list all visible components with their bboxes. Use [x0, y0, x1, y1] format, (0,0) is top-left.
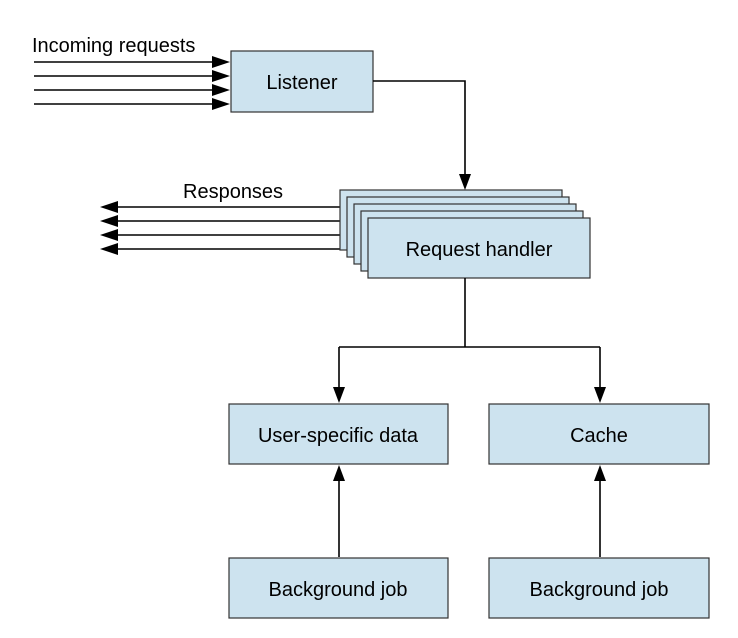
incoming-requests-label: Incoming requests [32, 35, 195, 57]
listener-label: Listener [266, 72, 337, 94]
cache-label: Cache [570, 425, 628, 447]
listener-to-handler-arrowhead [459, 174, 471, 190]
request-handler-box [367, 217, 591, 279]
listener-box [230, 50, 374, 113]
background-job-left-box [228, 557, 449, 619]
response-arrowhead-4 [100, 243, 118, 255]
incoming-arrowhead-4 [212, 98, 230, 110]
response-arrowhead-3 [100, 229, 118, 241]
branch-to-cache-arrowhead [594, 387, 606, 403]
left-job-to-user-data-arrowhead [333, 465, 345, 481]
response-arrows [100, 201, 340, 255]
branch-to-user-data-arrowhead [333, 387, 345, 403]
user-specific-data-label: User-specific data [258, 425, 419, 447]
response-arrowhead-1 [100, 201, 118, 213]
incoming-arrowhead-1 [212, 56, 230, 68]
request-handler-stack [339, 189, 591, 279]
request-handler-label: Request handler [406, 239, 553, 261]
background-job-left-label: Background job [269, 579, 408, 601]
background-job-right-box [488, 557, 710, 619]
background-job-right-label: Background job [530, 579, 669, 601]
listener-to-handler-line [373, 80, 466, 176]
responses-label: Responses [183, 181, 283, 203]
cache-box [488, 403, 710, 465]
response-arrowhead-2 [100, 215, 118, 227]
right-job-to-cache-arrowhead [594, 465, 606, 481]
incoming-arrowhead-3 [212, 84, 230, 96]
incoming-request-arrows [34, 56, 230, 110]
user-specific-data-box [228, 403, 449, 465]
incoming-arrowhead-2 [212, 70, 230, 82]
